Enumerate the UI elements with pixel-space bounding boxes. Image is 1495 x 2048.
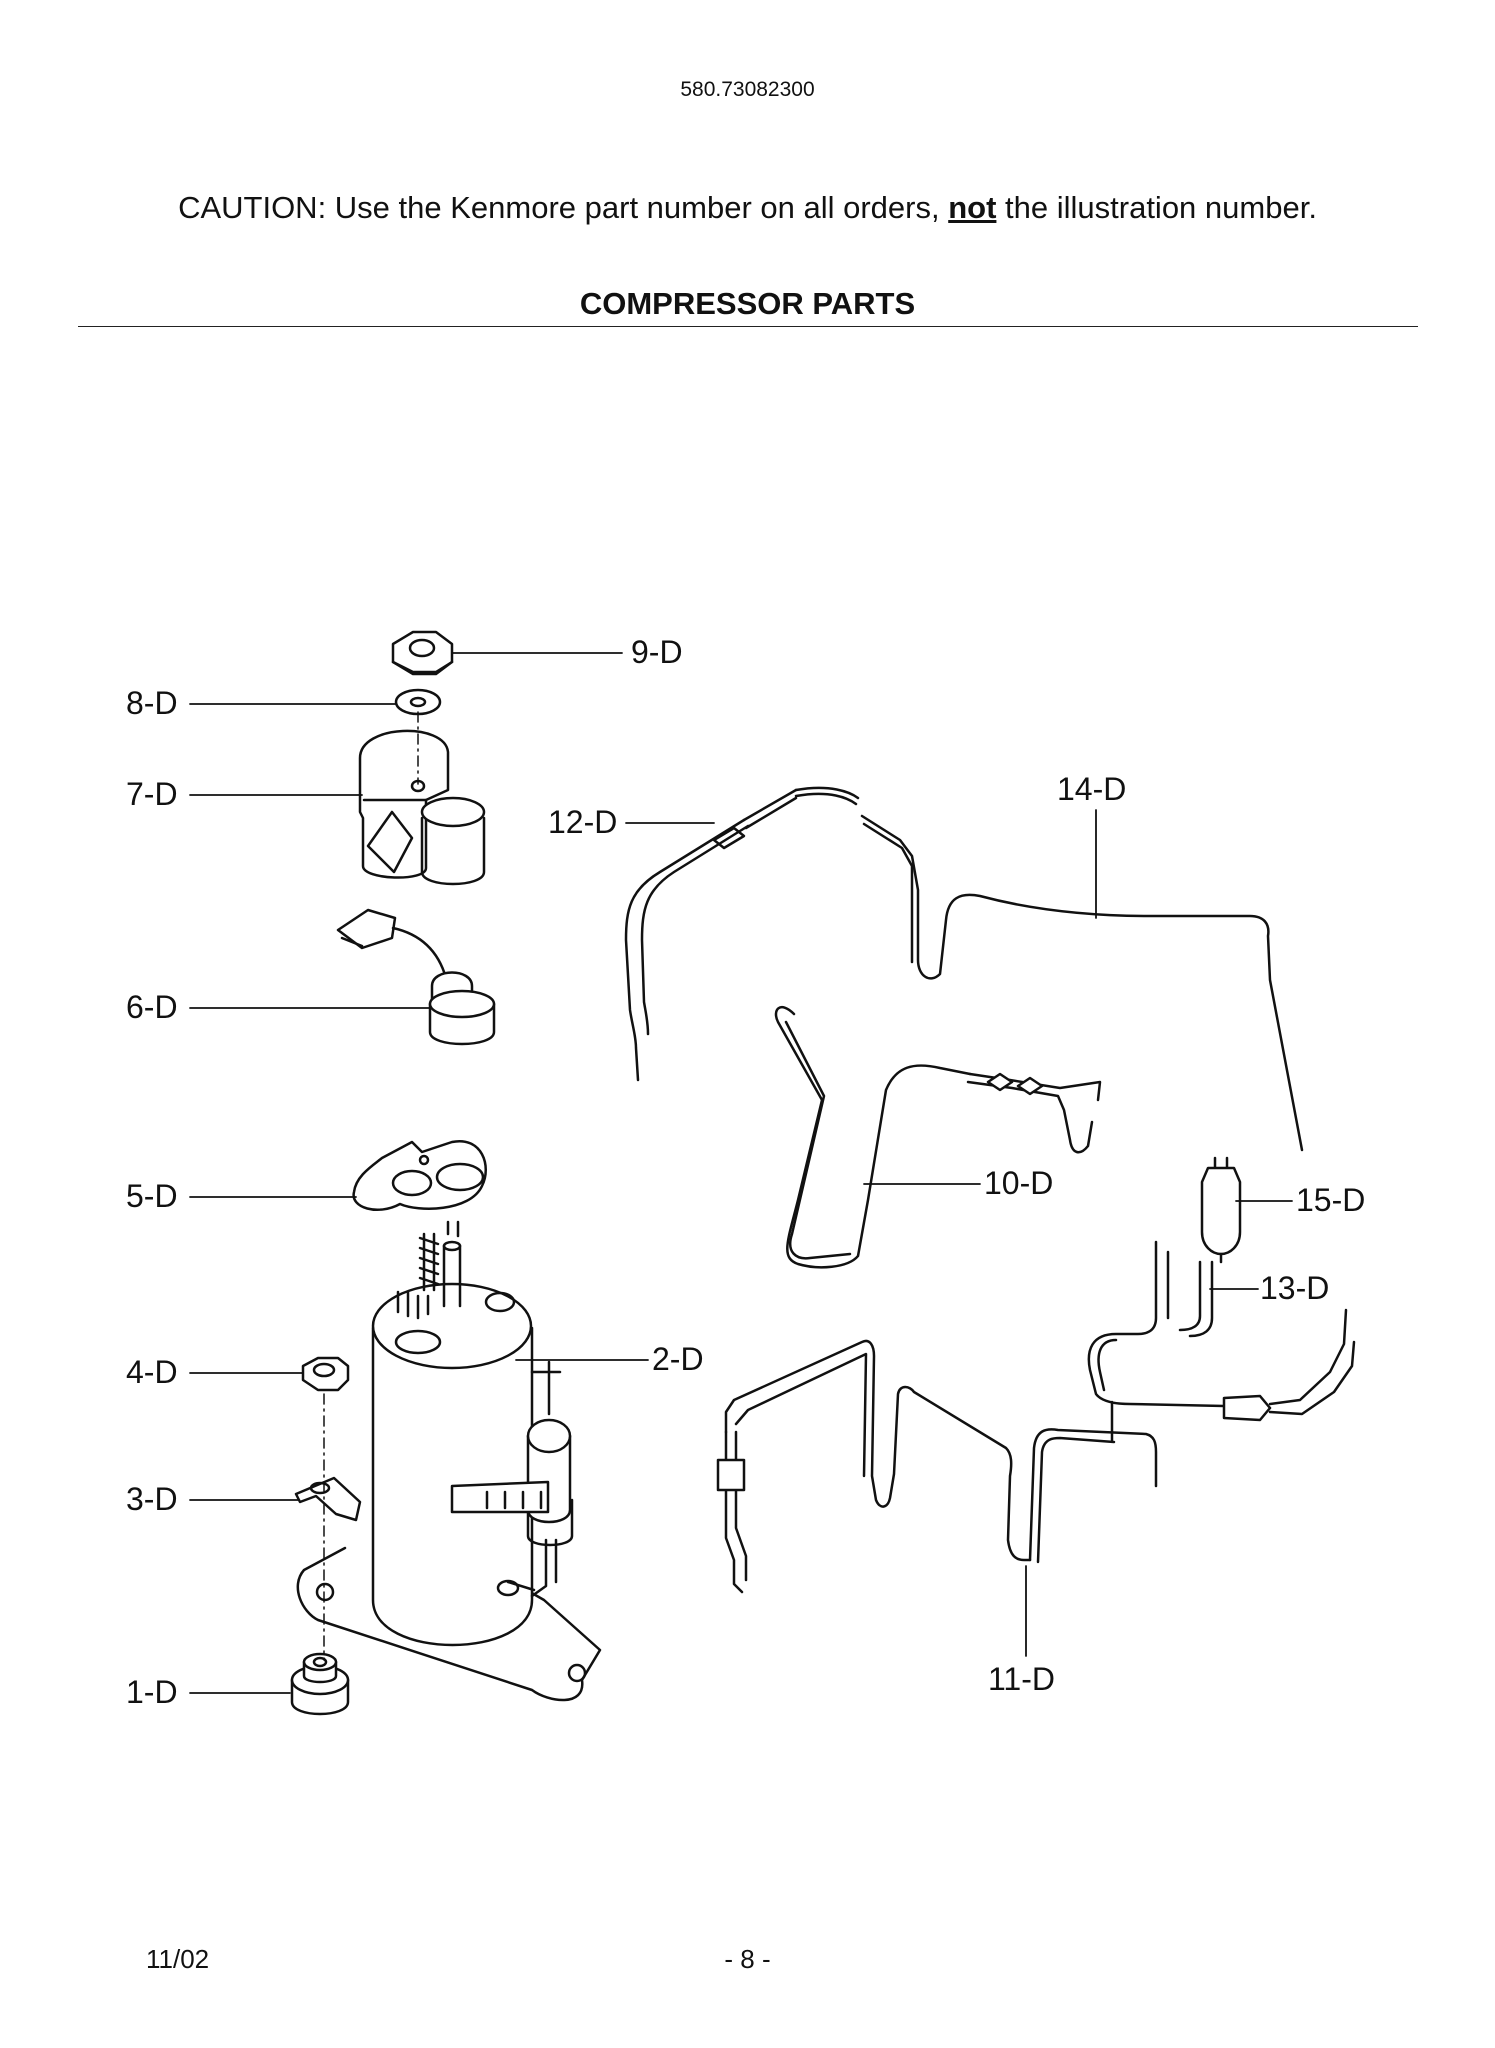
callout-14-d: 14-D [1057,771,1126,807]
part-11-tube [716,1339,1158,1594]
callout-8-d: 8-D [126,685,178,721]
caution-note: CAUTION: Use the Kenmore part number on … [0,190,1495,226]
leader-lines [189,652,1293,1694]
part-12-tube [624,786,860,1082]
part-13-tube [1087,1240,1356,1422]
callout-9-d: 9-D [631,634,683,670]
callout-7-d: 7-D [126,776,178,812]
part-4-nut [301,1356,350,1392]
caution-prefix: CAUTION: Use the Kenmore part number on … [178,190,949,225]
callout-6-d: 6-D [126,989,178,1025]
callout-5-d: 5-D [126,1178,178,1214]
callout-11-d: 11-D [988,1661,1055,1697]
callout-1-d: 1-D [126,1674,178,1710]
callout-13-d: 13-D [1260,1270,1329,1306]
callout-4-d: 4-D [126,1354,178,1390]
footer-page-number: - 8 - [724,1944,771,1974]
part-9-hex-nut [391,630,454,676]
caution-suffix: the illustration number. [996,190,1317,225]
callout-3-d: 3-D [126,1481,178,1517]
caution-emphasis: not [948,190,997,225]
title-rule [78,326,1418,327]
part-14-tube [860,814,1304,1152]
part-2-compressor [296,1220,602,1702]
section-title: COMPRESSOR PARTS [579,286,916,321]
part-8-washer [394,688,442,716]
callout-12-d: 12-D [548,804,617,840]
callout-2-d: 2-D [652,1341,704,1377]
part-15-drier [1200,1156,1242,1264]
model-number: 580.73082300 [680,78,815,101]
part-5-gasket [352,1139,487,1212]
part-1-grommet [290,1652,350,1716]
footer-date: 11/02 [146,1944,210,1974]
part-10-tube [774,1005,1102,1269]
part-3-sleeve [294,1476,362,1522]
part-7-terminal-cover [358,711,486,886]
callout-15-d: 15-D [1296,1182,1365,1218]
callout-10-d: 10-D [984,1165,1053,1201]
part-6-overload-protector [336,908,496,1046]
